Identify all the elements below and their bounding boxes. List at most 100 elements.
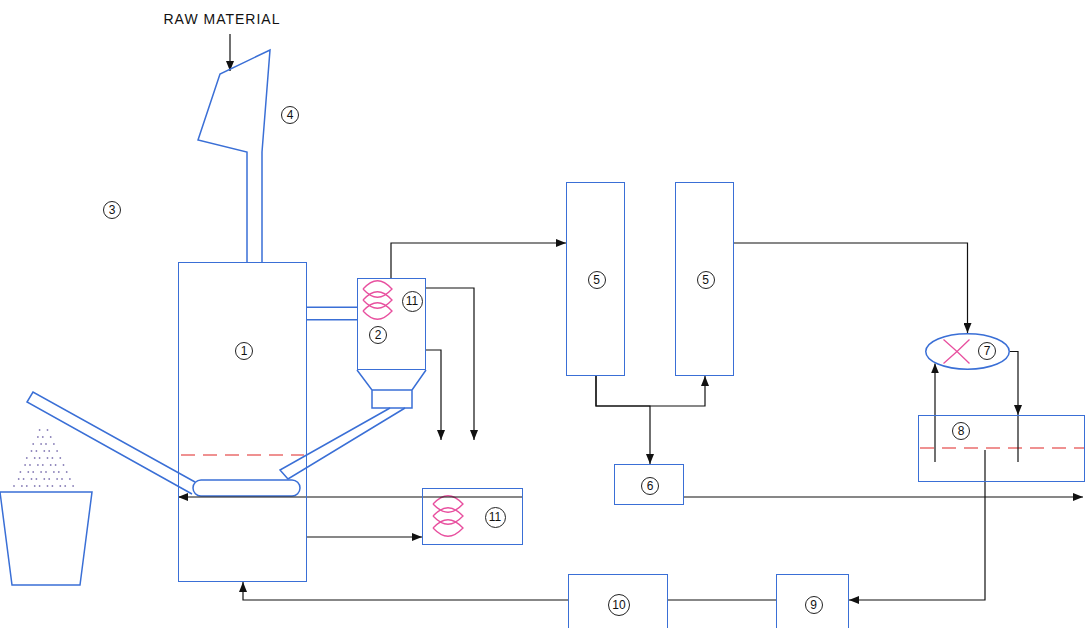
tank-dip-pipe <box>934 415 935 462</box>
granule <box>36 450 38 452</box>
granule <box>55 464 57 466</box>
flow-line <box>935 363 936 415</box>
coil-loop <box>363 303 392 320</box>
mixer-ellipse: 7 <box>925 333 1010 370</box>
flow-line <box>178 497 523 498</box>
flow-line <box>391 243 566 278</box>
granule <box>52 485 54 487</box>
reactor-vessel: 1 <box>178 262 307 582</box>
granule <box>43 450 45 452</box>
callout-number: 7 <box>978 342 996 360</box>
flow-line <box>243 582 568 600</box>
granule <box>50 464 52 466</box>
granule <box>48 478 50 480</box>
granule <box>56 478 58 480</box>
feed-hopper <box>198 50 270 262</box>
callout-number: 4 <box>281 106 299 124</box>
coil-loop <box>433 496 463 513</box>
gas-outlet-arrow <box>684 496 1083 497</box>
granule <box>56 450 58 452</box>
granule <box>40 471 42 473</box>
granule <box>34 485 36 487</box>
inlet-label: RAW MATERIAL <box>163 11 280 27</box>
granule <box>72 485 74 487</box>
callout-number: 5 <box>588 271 606 289</box>
granule <box>61 478 63 480</box>
granule <box>24 464 26 466</box>
granule <box>42 436 44 438</box>
product-bin <box>0 492 92 585</box>
granule <box>59 457 61 459</box>
heater-box: 11 <box>422 488 523 545</box>
granule <box>53 471 55 473</box>
callout-number: 8 <box>952 422 970 440</box>
granule <box>29 464 31 466</box>
coil-line-out <box>426 288 474 440</box>
discharge-chute <box>27 392 195 494</box>
granule <box>42 464 44 466</box>
granule <box>45 471 47 473</box>
flow-line <box>849 482 985 600</box>
flow-line <box>668 600 776 601</box>
granule <box>63 464 65 466</box>
liquid-tank: 8 <box>918 415 1085 482</box>
callout-number: 11 <box>485 507 506 528</box>
granule <box>26 457 28 459</box>
granule <box>47 485 49 487</box>
granule <box>47 457 49 459</box>
granule <box>20 471 22 473</box>
coil-loop <box>433 520 463 537</box>
column: 5 <box>675 182 734 376</box>
coil-loop <box>363 292 392 309</box>
cyclone-return-leg <box>280 408 405 479</box>
inlet-arrow <box>229 34 230 71</box>
coil-line-out <box>426 350 441 440</box>
granule <box>36 478 38 480</box>
granule <box>34 457 36 459</box>
granule <box>32 443 34 445</box>
coil-loop <box>363 281 392 298</box>
callout-number: 11 <box>402 291 423 312</box>
granule <box>50 436 52 438</box>
granule <box>48 450 50 452</box>
callout-number: 6 <box>641 477 659 495</box>
granule <box>26 485 28 487</box>
callout-number: 1 <box>235 342 253 360</box>
granule <box>58 471 60 473</box>
callout-number: 10 <box>608 594 630 616</box>
flow-line <box>307 537 422 538</box>
granule <box>31 450 33 452</box>
granule <box>39 429 41 431</box>
tank-outlet-pipe <box>984 450 985 482</box>
flow-line <box>734 243 968 333</box>
granule <box>45 443 47 445</box>
cyclone-cone <box>357 370 426 408</box>
product-granules <box>13 429 74 487</box>
collector-box: 6 <box>614 464 684 505</box>
granule <box>53 443 55 445</box>
granule <box>69 478 71 480</box>
cyclone: 112 <box>357 278 426 370</box>
process-box: 10 <box>568 574 668 628</box>
granule <box>32 471 34 473</box>
tank-liquid-level <box>920 447 1084 448</box>
granule <box>52 457 54 459</box>
granule <box>23 478 25 480</box>
granule <box>21 485 23 487</box>
granule <box>13 485 15 487</box>
granule <box>39 457 41 459</box>
flow-line <box>596 376 705 406</box>
callout-number: 3 <box>103 201 121 219</box>
mixer-blades <box>944 340 970 364</box>
granule <box>27 471 29 473</box>
fluid-bed-grid <box>181 454 304 455</box>
callout-number: 9 <box>805 596 823 614</box>
duct <box>307 313 357 314</box>
granule <box>31 478 33 480</box>
flow-line <box>1010 352 1018 416</box>
granule <box>66 471 68 473</box>
